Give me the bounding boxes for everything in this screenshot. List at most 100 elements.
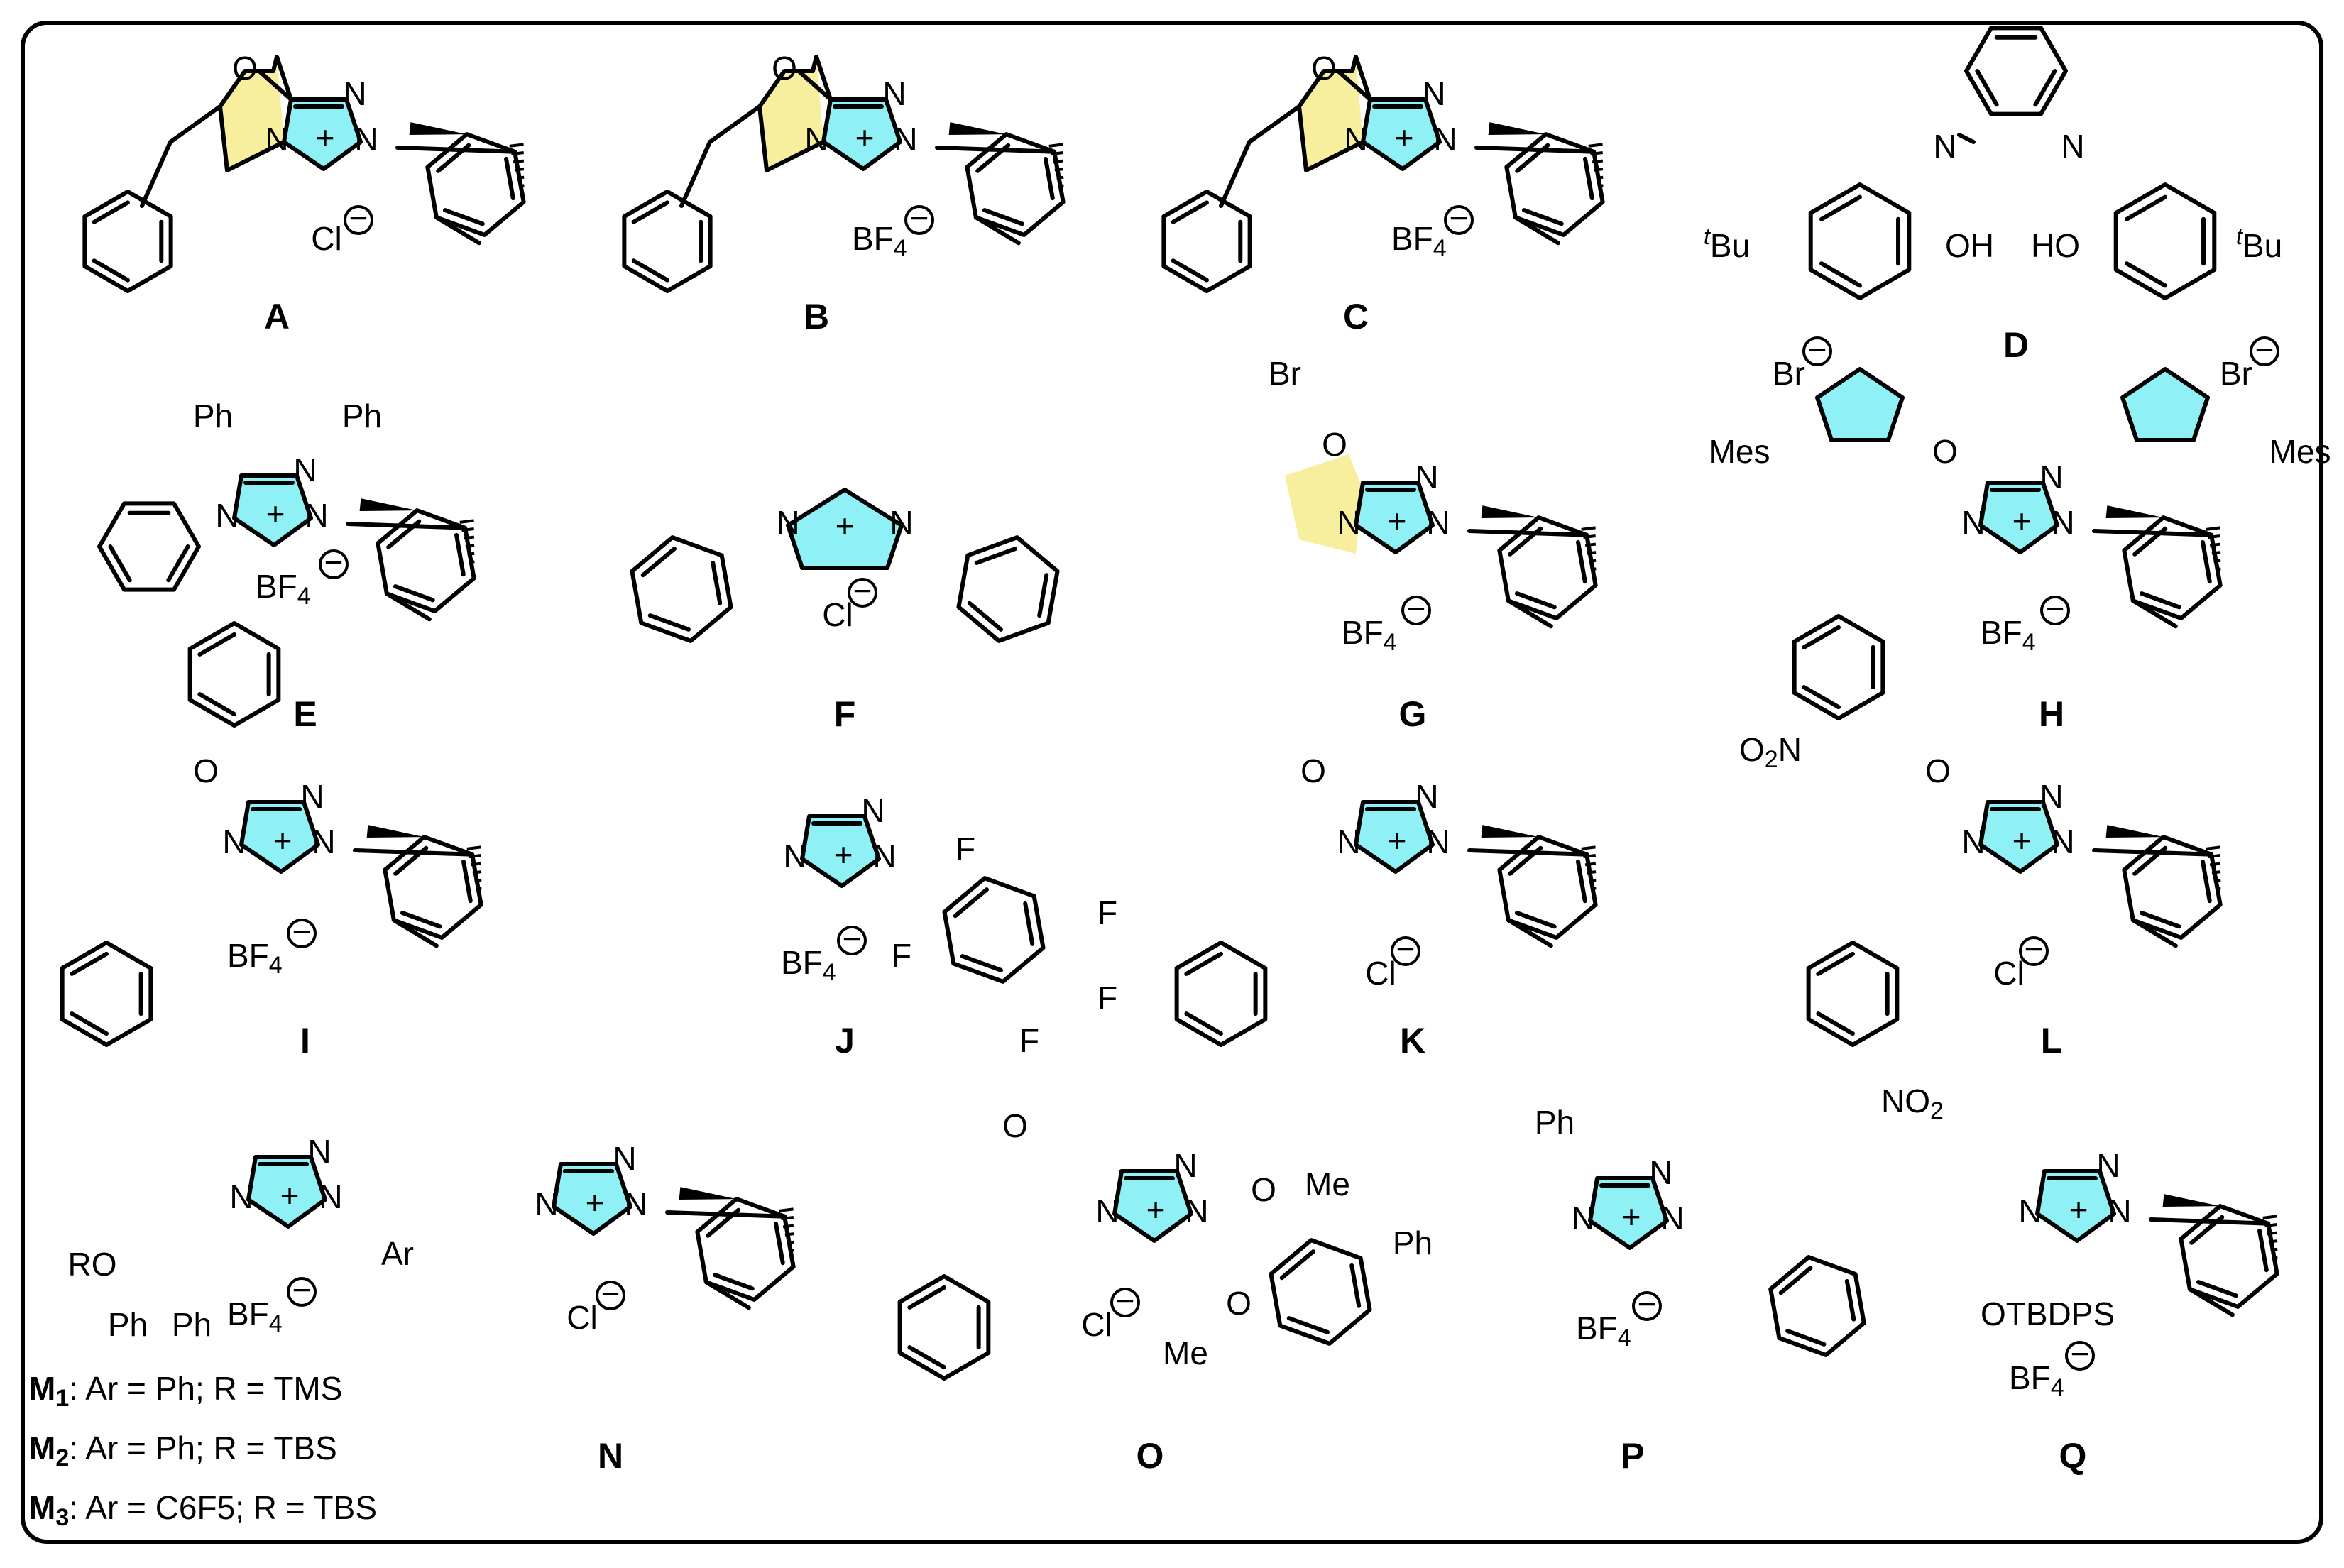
bond — [1247, 104, 1301, 144]
bond — [1336, 69, 1372, 102]
nitrogen-label: N — [229, 1178, 253, 1215]
tert-butyl-label: tBu — [2236, 224, 2282, 264]
bond — [454, 532, 466, 577]
aryl-label: Ar — [381, 1235, 414, 1272]
bond — [1802, 625, 1841, 649]
oxygen-label: O — [1925, 752, 1951, 789]
triazolium-fill — [248, 1157, 325, 1227]
mesityl-label: Mes — [1709, 433, 1770, 470]
bond — [631, 258, 669, 283]
caption-F: F — [834, 694, 856, 734]
hash-stroke — [459, 519, 474, 524]
hash-stroke — [465, 544, 475, 548]
bond — [1467, 529, 1589, 537]
minus-charge-icon — [596, 1281, 625, 1310]
bond — [1174, 941, 1268, 1047]
wedge-bond — [1481, 825, 1539, 838]
wedge-bond — [679, 1187, 737, 1200]
bond — [282, 97, 363, 171]
phenyl-label: Ph — [342, 398, 382, 434]
nitrogen-label: N — [300, 778, 324, 815]
nitrogen-label: N — [354, 121, 378, 158]
oxygen-label: O — [1002, 1107, 1028, 1144]
hash-stroke — [470, 862, 482, 867]
chloride-label: Cl — [822, 596, 853, 633]
wedge-bond — [2105, 505, 2164, 519]
bond — [1184, 1011, 1223, 1036]
bond — [1978, 800, 2059, 874]
bromide-label: Br — [1773, 355, 1805, 392]
hashed-bond — [1581, 845, 1597, 899]
bond — [2033, 69, 2057, 107]
nitrogen-label: N — [783, 838, 806, 875]
bond — [1583, 156, 1594, 201]
bond — [353, 848, 475, 857]
bond — [166, 544, 190, 583]
hash-stroke — [2211, 551, 2221, 555]
bond — [168, 104, 222, 144]
bond — [2130, 918, 2178, 948]
bond — [1219, 140, 1252, 208]
bond — [973, 215, 1021, 246]
nitrogen-label: N — [1571, 1200, 1594, 1237]
tetrafluoroborate-label: BF4 — [781, 944, 836, 986]
bond — [942, 876, 1046, 984]
hash-stroke — [1587, 551, 1597, 555]
hash-stroke — [1589, 878, 1597, 882]
triazolium-fill — [284, 99, 361, 169]
nitrogen-label: N — [305, 497, 328, 534]
nitrogen-label: N — [1344, 121, 1367, 158]
tetrafluoroborate-label: BF4 — [1981, 614, 2036, 656]
triazolium-fill — [554, 1164, 630, 1234]
bond — [1112, 1169, 1193, 1243]
bond — [631, 200, 669, 224]
bond — [1819, 261, 1862, 288]
hash-stroke — [1590, 150, 1603, 156]
tetrafluoroborate-label: BF4 — [256, 568, 311, 610]
bond — [774, 1221, 785, 1266]
nitrogen-label: N — [882, 75, 906, 112]
bond — [2035, 1169, 2116, 1243]
bond — [1044, 156, 1055, 201]
silyl-ether-label: OTBDPS — [1981, 1295, 2115, 1332]
chloride-label: Cl — [1365, 955, 1396, 992]
hash-stroke — [781, 1215, 794, 1221]
nitrogen-label: N — [1961, 504, 1985, 541]
plus-charge: + — [2012, 503, 2032, 539]
triazolium-fill — [1356, 802, 1433, 872]
minus-charge-icon — [904, 205, 934, 235]
nitrogen-label: N — [624, 1185, 647, 1222]
wedge-bond — [2162, 1194, 2220, 1207]
hash-stroke — [517, 175, 525, 180]
bromo-label: Br — [1269, 355, 1301, 392]
hash-stroke — [474, 878, 482, 882]
bond — [1361, 97, 1442, 171]
caption-D: D — [2003, 325, 2029, 365]
bond — [935, 146, 1057, 154]
hash-stroke — [2206, 845, 2220, 850]
bond — [1171, 200, 1209, 224]
bond — [1286, 1316, 1330, 1334]
bond — [400, 911, 442, 929]
bond — [679, 140, 712, 208]
oxazoline-fill — [1285, 454, 1363, 554]
triazolium-fill — [1590, 1178, 1667, 1248]
hash-stroke — [1056, 175, 1064, 180]
nitrogen-label: N — [2039, 778, 2063, 815]
triazolium-fill — [823, 99, 900, 169]
caption-G: G — [1399, 694, 1427, 734]
hydroxyl-label: HO — [2031, 227, 2080, 264]
nitrogen-label: N — [312, 823, 335, 860]
hash-stroke — [2213, 878, 2221, 882]
minus-sign: − — [2025, 931, 2044, 967]
nitrogen-label: N — [1173, 1147, 1197, 1184]
bond — [1819, 194, 1862, 221]
tetrafluoroborate-label: BF4 — [227, 1295, 283, 1337]
bond — [1269, 1238, 1372, 1346]
bond — [630, 535, 733, 643]
minus-charge-icon — [319, 549, 349, 579]
bond — [1506, 598, 1553, 629]
minus-charge-icon — [1632, 1291, 1662, 1321]
minus-charge-icon — [2065, 1341, 2095, 1371]
